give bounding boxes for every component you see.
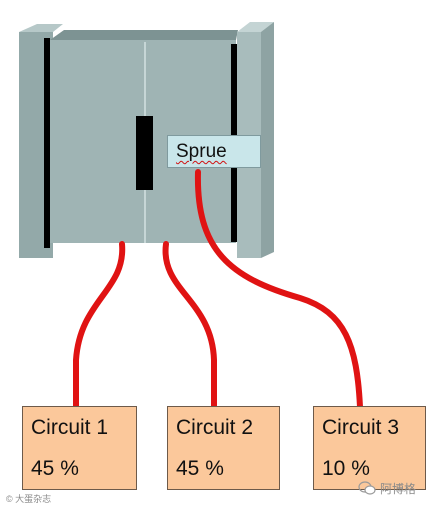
runner-to-circuit-3 bbox=[194, 169, 363, 410]
left-plate-black-edge bbox=[44, 38, 50, 248]
runner-to-circuit-1 bbox=[73, 241, 126, 410]
circuit-1-box: Circuit 1 45 % bbox=[22, 406, 137, 490]
chat-bubbles-icon bbox=[358, 481, 376, 495]
circuit-2-name: Circuit 2 bbox=[176, 416, 254, 439]
cavity-block bbox=[136, 116, 153, 190]
circuit-2-box: Circuit 2 45 % bbox=[167, 406, 280, 490]
left-plate-top bbox=[19, 24, 63, 32]
circuit-2-percent: 45 % bbox=[176, 457, 224, 480]
right-plate-side bbox=[261, 22, 274, 258]
circuit-3-box: Circuit 3 10 % bbox=[313, 406, 426, 490]
sprue-label-text: Sprue bbox=[176, 141, 227, 162]
watermark-left: © 大蛋杂志 bbox=[6, 494, 52, 504]
sprue-label: Sprue bbox=[167, 135, 261, 168]
right-plate-top bbox=[237, 22, 274, 32]
circuit-1-name: Circuit 1 bbox=[31, 416, 109, 439]
watermark-right: 阿博格 bbox=[358, 478, 438, 498]
watermark-right-text: 阿博格 bbox=[380, 481, 417, 496]
circuit-1-percent: 45 % bbox=[31, 457, 79, 480]
circuit-3-percent: 10 % bbox=[322, 457, 370, 480]
runner-to-circuit-2 bbox=[162, 241, 217, 410]
circuit-3-name: Circuit 3 bbox=[322, 416, 400, 439]
mold-top bbox=[50, 30, 238, 40]
